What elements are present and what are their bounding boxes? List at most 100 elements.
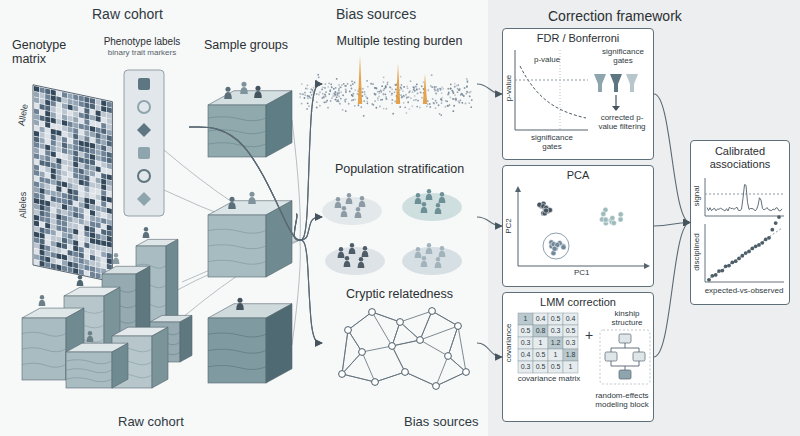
pvalue-scatter [424, 95, 426, 97]
pvalue-scatter [352, 83, 354, 85]
pvalue-scatter [340, 98, 342, 100]
kinship-tree [600, 330, 650, 384]
genotype-grid [73, 150, 78, 156]
genotype-grid [107, 230, 112, 236]
genotype-grid [107, 197, 112, 203]
genotype-grid [45, 128, 50, 134]
calibrated-plots [737, 256, 741, 260]
kinship-network [392, 340, 420, 346]
pvalue-scatter [389, 91, 391, 93]
cohort-block [136, 239, 178, 324]
pvalue-scatter [445, 100, 447, 102]
genotype-grid [34, 260, 39, 266]
pvalue-scatter [405, 94, 407, 96]
genotype-grid [90, 221, 95, 227]
pvalue-scatter [335, 91, 337, 93]
pvalue-scatter [400, 86, 402, 88]
pvalue-scatter [466, 86, 468, 88]
genotype-grid [62, 221, 67, 227]
cohort-block [22, 308, 84, 318]
genotype-grid [62, 182, 67, 188]
genotype-grid [73, 167, 78, 173]
pca-plot [545, 208, 550, 213]
genotype-grid [40, 121, 45, 127]
genotype-grid [96, 205, 101, 211]
genotype-grid [73, 206, 78, 212]
calibrated-plots [754, 244, 758, 248]
pvalue-scatter [396, 64, 400, 104]
population-cluster [363, 246, 367, 250]
genotype-grid [79, 202, 84, 208]
fdr-plot [612, 106, 620, 111]
kinship-network [372, 312, 400, 322]
genotype-grid [101, 195, 106, 201]
kinship-network [339, 308, 470, 390]
calibrated-plots [705, 178, 784, 216]
genotype-grid [96, 155, 101, 161]
cohort-block [22, 318, 66, 380]
pvalue-scatter [350, 85, 352, 87]
fdr-plot [626, 74, 638, 92]
calibrated-plots [760, 241, 764, 245]
genotype-grid [45, 262, 50, 268]
genotype-grid [45, 206, 50, 212]
pvalue-scatter [435, 93, 437, 95]
pvalue-scatter [339, 103, 341, 105]
pvalue-scatter [416, 106, 418, 108]
pvalue-scatter [446, 100, 448, 102]
pvalue-scatter [337, 94, 339, 96]
pvalue-scatter [328, 82, 330, 84]
pvalue-scatter [340, 86, 342, 88]
pvalue-scatter [427, 100, 429, 102]
genotype-grid [62, 103, 67, 109]
calibrated-plots [730, 260, 734, 264]
person-icon [78, 275, 82, 279]
pvalue-scatter [351, 100, 353, 102]
genotype-grid [62, 210, 67, 216]
pvalue-scatter [310, 91, 312, 93]
genotype-grid [34, 187, 39, 193]
cohort-block [64, 309, 104, 313]
pvalue-scatter [414, 90, 416, 92]
calibrated-plots [714, 273, 718, 277]
pca-plot [537, 202, 542, 207]
pvalue-scatter [341, 84, 343, 86]
pvalue-scatter [385, 108, 387, 110]
covariance-matrix [548, 337, 563, 349]
kinship-network [420, 340, 448, 356]
pvalue-scatter [435, 86, 437, 88]
pvalue-scatter [454, 83, 456, 85]
genotype-grid [34, 148, 39, 154]
genotype-grid [79, 269, 84, 275]
framework-band: Correction frameworkFDR / BonferroniPCAL… [488, 0, 800, 436]
genotype-grid [90, 154, 95, 160]
genotype-grid [40, 110, 45, 116]
genotype-grid [101, 246, 106, 252]
pvalue-scatter [335, 99, 337, 101]
genotype-grid [79, 230, 84, 236]
pvalue-scatter [423, 81, 425, 83]
pvalue-scatter [403, 102, 405, 104]
pvalue-scatter [438, 104, 440, 106]
genotype-grid [79, 180, 84, 186]
pvalue-scatter [363, 100, 365, 102]
pvalue-scatter [435, 100, 437, 102]
person-icon [144, 227, 148, 231]
genotype-grid [73, 94, 78, 100]
pvalue-scatter [375, 87, 377, 89]
genotype-grid [101, 111, 106, 117]
flow-arrow [294, 214, 322, 240]
genotype-grid [34, 153, 39, 159]
genotype-grid [96, 189, 101, 195]
genotype-grid [45, 234, 50, 240]
genotype-grid [34, 120, 39, 126]
pvalue-scatter [378, 92, 380, 94]
genotype-grid [45, 144, 50, 150]
genotype-grid [56, 192, 61, 198]
genotype-grid [84, 130, 89, 136]
pvalue-scatter [345, 110, 347, 112]
pvalue-scatter [366, 97, 368, 99]
genotype-grid [40, 216, 45, 222]
pca-plot [603, 217, 608, 222]
